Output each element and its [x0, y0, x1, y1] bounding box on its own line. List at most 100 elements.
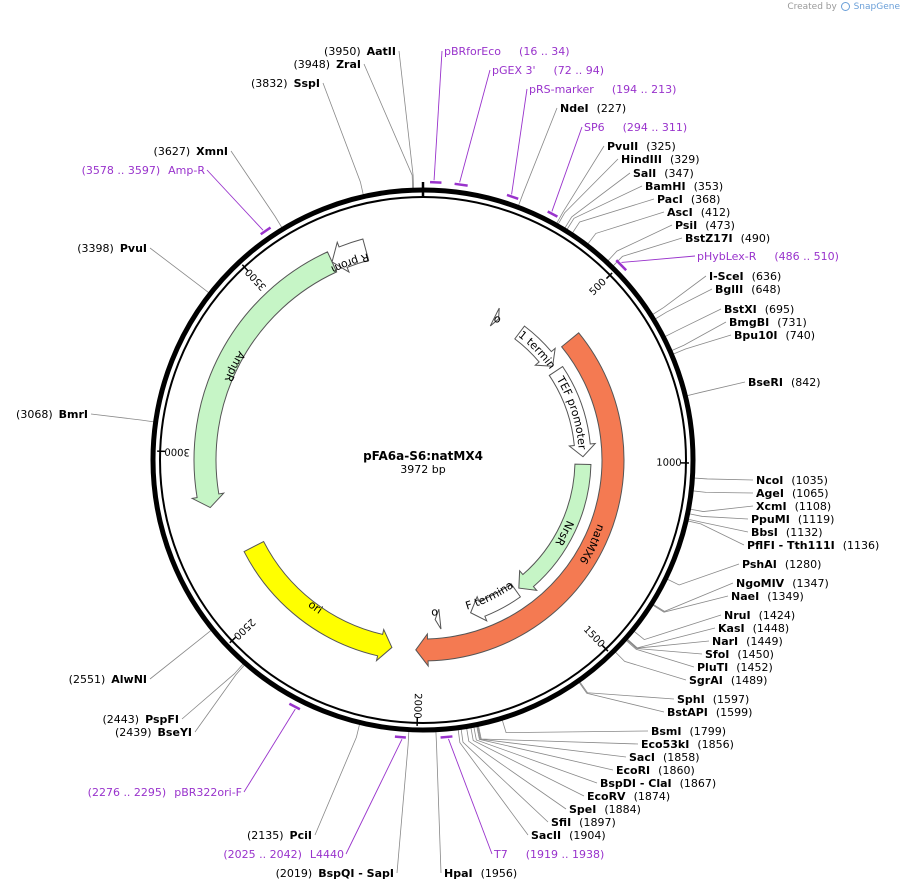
primer-phyblex-r[interactable]: pHybLex-R(486 .. 510)	[697, 250, 839, 263]
leader-line	[435, 729, 442, 874]
leader-line	[90, 413, 156, 423]
feature-ampr-promoter[interactable]	[331, 238, 370, 274]
site-spei[interactable]: SpeI(1884)	[569, 803, 641, 816]
site-sali[interactable]: SalI(347)	[633, 167, 694, 180]
site-pvui[interactable]: (3398)PvuI	[77, 242, 147, 255]
feature-tef-terminator[interactable]	[469, 583, 522, 622]
site-ndei[interactable]: NdeI(227)	[560, 102, 626, 115]
primer-mark	[394, 735, 406, 739]
site-bmgbi[interactable]: BmgBI(731)	[729, 316, 807, 329]
leader-line	[578, 680, 675, 700]
site-xmni[interactable]: (3627)XmnI	[154, 145, 228, 158]
site-bbsi[interactable]: BbsI(1132)	[751, 526, 822, 539]
credit-prefix: Created by	[787, 2, 837, 12]
site-pspfi[interactable]: (2443)PspFI	[103, 713, 179, 726]
site-ppumi[interactable]: PpuMI(1119)	[751, 513, 834, 526]
feature-tef-promoter[interactable]	[548, 365, 597, 458]
site-pvuii[interactable]: PvuII(325)	[607, 140, 676, 153]
site-ngomiv[interactable]: NgoMIV(1347)	[736, 577, 829, 590]
site-pluti[interactable]: PluTI(1452)	[697, 661, 773, 674]
credit-brand: SnapGene	[853, 2, 900, 12]
site-sfoi[interactable]: SfoI(1450)	[705, 648, 774, 661]
feature-adh1-terminator[interactable]	[514, 325, 556, 367]
site-zrai[interactable]: (3948)ZraI	[294, 58, 362, 71]
leader-line	[686, 520, 745, 546]
site-bspqi-sapi[interactable]: (2019)BspQI - SapI	[276, 867, 394, 880]
leader-line	[314, 722, 361, 836]
site-kasi[interactable]: KasI(1448)	[718, 622, 789, 635]
primer-leader	[206, 169, 264, 231]
leader-line	[624, 638, 695, 668]
feature-nrsr[interactable]	[518, 463, 592, 592]
site-ecori[interactable]: EcoRI(1860)	[616, 764, 695, 777]
primer-t7[interactable]: T7(1919 .. 1938)	[493, 848, 604, 861]
site-hindiii[interactable]: HindIII(329)	[621, 153, 700, 166]
primer-l4440[interactable]: (2025 .. 2042)L4440	[223, 848, 344, 861]
site-sphi[interactable]: SphI(1597)	[677, 693, 749, 706]
site-asci[interactable]: AscI(412)	[667, 206, 730, 219]
leader-line	[457, 727, 529, 836]
feature-ampr[interactable]	[190, 251, 338, 509]
site-naei[interactable]: NaeI(1349)	[731, 590, 804, 603]
site-bsmi[interactable]: BsmI(1799)	[651, 725, 726, 738]
site-agei[interactable]: AgeI(1065)	[756, 487, 829, 500]
leader-line	[477, 724, 639, 745]
feature-ori[interactable]	[243, 540, 393, 663]
site-xcmi[interactable]: XcmI(1108)	[756, 500, 831, 513]
leader-line	[625, 638, 703, 655]
site-bseyi[interactable]: (2439)BseYI	[115, 726, 192, 739]
site-paci[interactable]: PacI(368)	[657, 193, 720, 206]
site-ncoi[interactable]: NcoI(1035)	[756, 474, 828, 487]
leader-line	[651, 582, 734, 612]
site-i-scei[interactable]: I-SceI(636)	[709, 270, 781, 283]
leader-line	[149, 247, 211, 295]
feature-sp6-promoter[interactable]	[489, 307, 500, 327]
site-bamhi[interactable]: BamHI(353)	[645, 180, 723, 193]
leader-line	[665, 563, 740, 586]
site-bstz17i[interactable]: BstZ17I(490)	[685, 232, 770, 245]
leader-line	[571, 198, 655, 235]
site-saci[interactable]: SacI(1858)	[629, 751, 700, 764]
leader-line	[363, 63, 414, 191]
site-pcii[interactable]: (2135)PciI	[247, 829, 312, 842]
primer-sp6[interactable]: SP6(294 .. 311)	[584, 121, 687, 134]
site-hpai[interactable]: HpaI(1956)	[444, 867, 517, 880]
leader-line	[650, 275, 707, 316]
site-ecorv[interactable]: EcoRV(1874)	[587, 790, 670, 803]
site-bmri[interactable]: (3068)BmrI	[16, 408, 88, 421]
leader-line	[194, 663, 246, 733]
site-bstapi[interactable]: BstAPI(1599)	[667, 706, 752, 719]
primer-pbrforeco[interactable]: pBRforEco(16 .. 34)	[444, 45, 570, 58]
primer-pbr322ori-f[interactable]: (2276 .. 2295)pBR322ori-F	[88, 786, 242, 799]
site-sacii[interactable]: SacII(1904)	[531, 829, 606, 842]
site-psii[interactable]: PsiI(473)	[675, 219, 735, 232]
leader-line	[688, 505, 754, 512]
primer-mark	[440, 735, 453, 739]
primer-amp-r[interactable]: (3578 .. 3597)Amp-R	[82, 164, 206, 177]
site-bpu10i[interactable]: Bpu10I(740)	[734, 329, 815, 342]
site-sfii[interactable]: SfiI(1897)	[551, 816, 616, 829]
feature-t7-promoter[interactable]	[434, 608, 442, 630]
site-bseri[interactable]: BseRI(842)	[748, 376, 821, 389]
plasmid-size: 3972 bp	[400, 463, 445, 476]
site-pshai[interactable]: PshAI(1280)	[742, 558, 821, 571]
primer-pgex-3[interactable]: pGEX 3'(72 .. 94)	[492, 64, 604, 77]
leader-line	[396, 729, 410, 874]
leader-line	[149, 628, 213, 680]
site-sspi[interactable]: (3832)SspI	[251, 77, 320, 90]
site-alwni[interactable]: (2551)AlwNI	[69, 673, 147, 686]
site-pflfi-tth111i[interactable]: PflFI - Tth111I(1136)	[747, 539, 879, 552]
site-bstxi[interactable]: BstXI(695)	[724, 303, 794, 316]
feature-natmx6[interactable]	[415, 332, 625, 668]
tick-mark	[229, 636, 237, 644]
site-bspdi-clai[interactable]: BspDI - ClaI(1867)	[600, 777, 716, 790]
site-nrui[interactable]: NruI(1424)	[724, 609, 795, 622]
site-eco53ki[interactable]: Eco53kI(1856)	[641, 738, 734, 751]
site-nari[interactable]: NarI(1449)	[712, 635, 783, 648]
leader-line	[611, 237, 683, 268]
primer-prs-marker[interactable]: pRS-marker(194 .. 213)	[529, 83, 676, 96]
site-sgrai[interactable]: SgrAI(1489)	[689, 674, 767, 687]
site-bglii[interactable]: BglII(648)	[715, 283, 781, 296]
site-aatii[interactable]: (3950)AatII	[324, 45, 396, 58]
leader-line	[473, 725, 598, 784]
